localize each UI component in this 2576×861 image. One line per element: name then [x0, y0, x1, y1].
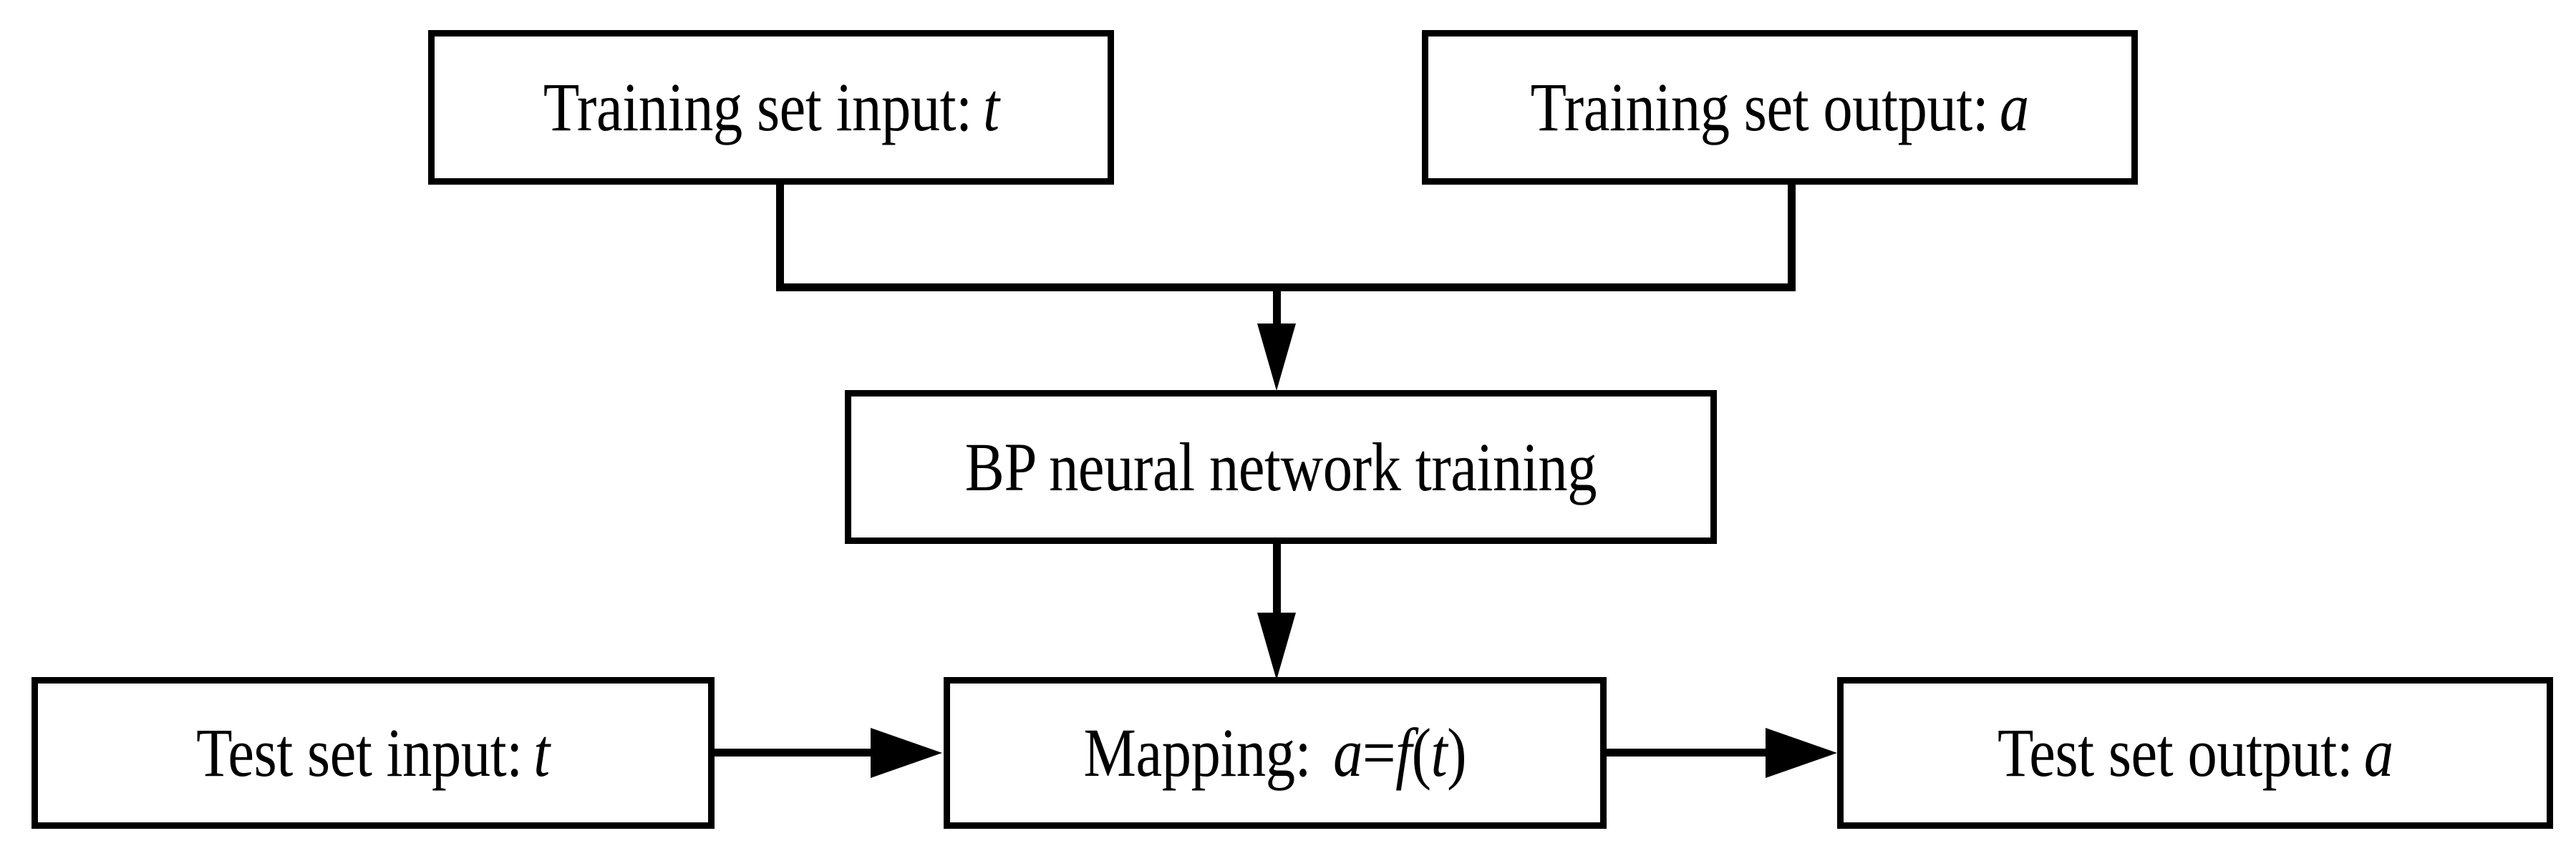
node-mapping-prefix: Mapping:: [1083, 714, 1312, 791]
node-test-set-output[interactable]: Test set output:a: [1837, 677, 2553, 829]
node-test-set-input[interactable]: Test set input:t: [32, 677, 715, 829]
edge-mapping-shaft: [1273, 544, 1281, 617]
node-test-set-output-prefix: Test set output:: [1997, 714, 2353, 791]
node-mapping[interactable]: Mapping: a=f(t): [944, 677, 1607, 829]
edge-training-output-stub: [1788, 185, 1796, 288]
arrow-right-icon-to-test-output: [1766, 728, 1837, 778]
node-mapping-formula-lhs: a: [1333, 714, 1363, 791]
node-training-set-input-label: Training set input:t: [543, 73, 999, 142]
node-training-set-output[interactable]: Training set output:a: [1422, 30, 2138, 185]
node-test-set-input-variable: t: [533, 714, 550, 791]
edge-merge-bus: [776, 283, 1796, 291]
node-training-set-input-variable: t: [982, 69, 999, 145]
node-mapping-formula-open-paren: (: [1411, 714, 1431, 791]
edge-training-input-stub: [776, 185, 784, 288]
node-bp-neural-network-training[interactable]: BP neural network training: [845, 390, 1717, 544]
arrow-down-icon-to-mapping: [1257, 613, 1296, 680]
node-mapping-label: Mapping:a=f(t): [1084, 719, 1467, 787]
node-training-set-input[interactable]: Training set input:t: [428, 30, 1114, 185]
node-mapping-formula-close-paren: ): [1447, 714, 1467, 791]
arrow-down-icon-to-bp: [1257, 324, 1296, 391]
edge-bp-shaft: [1273, 283, 1281, 327]
node-test-set-output-label: Test set output:a: [1998, 719, 2393, 787]
node-training-set-output-variable: a: [2000, 69, 2030, 145]
node-test-set-input-prefix: Test set input:: [196, 714, 523, 791]
node-mapping-formula-equals: =: [1362, 714, 1396, 791]
arrow-right-icon-to-mapping: [871, 728, 942, 778]
node-test-set-input-label: Test set input:t: [196, 719, 550, 787]
node-mapping-formula-argument: t: [1430, 714, 1448, 791]
edge-mapping-output-shaft: [1607, 749, 1791, 757]
node-test-set-output-variable: a: [2363, 714, 2393, 791]
edge-test-input-shaft: [715, 749, 875, 757]
node-bp-neural-network-training-label: BP neural network training: [964, 428, 1597, 505]
node-training-set-input-prefix: Training set input:: [543, 69, 972, 145]
node-mapping-formula-function: f: [1395, 714, 1412, 791]
node-training-set-output-prefix: Training set output:: [1530, 69, 1989, 145]
node-training-set-output-label: Training set output:a: [1531, 73, 2029, 142]
